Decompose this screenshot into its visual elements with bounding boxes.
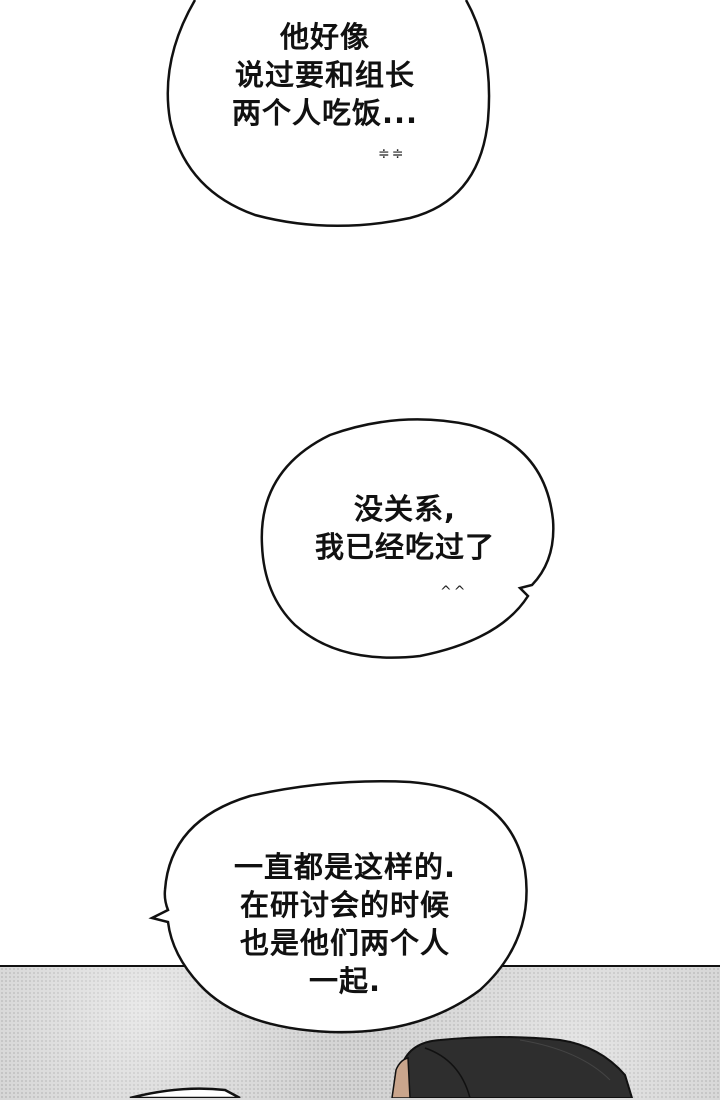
bubble-1-line-1: 他好像 bbox=[279, 20, 370, 54]
speech-bubble-2-outline bbox=[260, 418, 555, 659]
speech-bubble-2-text: 没关系, 我已经吃过了 bbox=[290, 490, 520, 566]
bubble-1-sfx-mark: ≑≑ bbox=[378, 146, 406, 162]
partial-bubble-bottom-left bbox=[129, 1087, 241, 1098]
bubble-1-line-3: 两个人吃饭... bbox=[231, 96, 419, 130]
speech-bubble-3-outline bbox=[148, 780, 528, 1034]
bubble-2-sfx-smile: ^^ bbox=[440, 584, 468, 600]
bubble-3-line-2: 在研讨会的时候 bbox=[239, 888, 450, 922]
speech-bubble-1-text: 他好像 说过要和组长 两个人吃饭... bbox=[200, 18, 450, 132]
bubble-3-line-3: 也是他们两个人 bbox=[239, 926, 450, 960]
speech-bubble-1-outline bbox=[166, 0, 491, 228]
character-head bbox=[391, 1036, 634, 1098]
bubble-2-line-1: 没关系, bbox=[353, 492, 457, 526]
bubble-3-line-4: 一起. bbox=[308, 964, 382, 998]
bubble-1-line-2: 说过要和组长 bbox=[234, 58, 415, 92]
bubble-3-line-1: 一直都是这样的. bbox=[233, 850, 457, 884]
bubble-2-line-2: 我已经吃过了 bbox=[314, 530, 495, 564]
speech-bubble-3-text: 一直都是这样的. 在研讨会的时候 也是他们两个人 一起. bbox=[205, 848, 485, 1000]
